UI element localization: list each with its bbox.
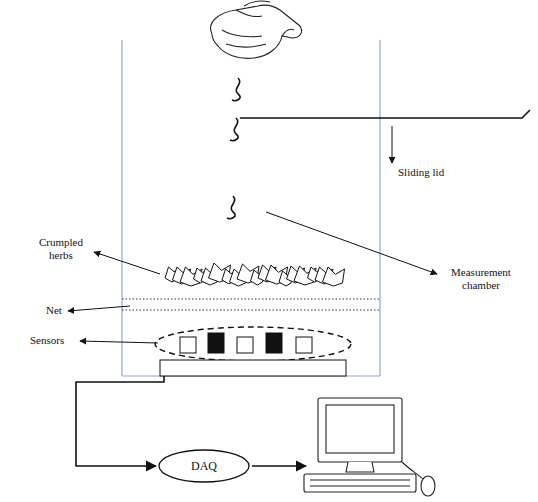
sliding-lid — [240, 110, 530, 118]
part-label: Sliding lid — [398, 166, 444, 179]
computer — [304, 398, 435, 496]
chamber-wall — [122, 40, 380, 376]
sensor — [180, 333, 312, 353]
part-label: Measurement chamber — [440, 266, 522, 291]
leader-line — [68, 212, 437, 343]
ellipse-shape — [159, 450, 249, 482]
node-text: DAQ — [191, 459, 217, 474]
hand — [211, 1, 302, 58]
sensor-board — [160, 360, 346, 376]
herb-pile — [165, 263, 345, 286]
net — [122, 299, 380, 310]
part-label: Net — [46, 304, 62, 317]
daq-ellipse: DAQ — [158, 449, 250, 483]
part-label: Sensors — [30, 334, 64, 347]
lid-arrow — [392, 126, 393, 163]
wire — [76, 376, 164, 466]
wire — [252, 465, 306, 467]
part-label: Crumpled herbs — [30, 236, 92, 261]
falling-herb — [227, 78, 240, 219]
herb-piece — [323, 267, 345, 286]
sensor-group-outline — [155, 327, 351, 361]
